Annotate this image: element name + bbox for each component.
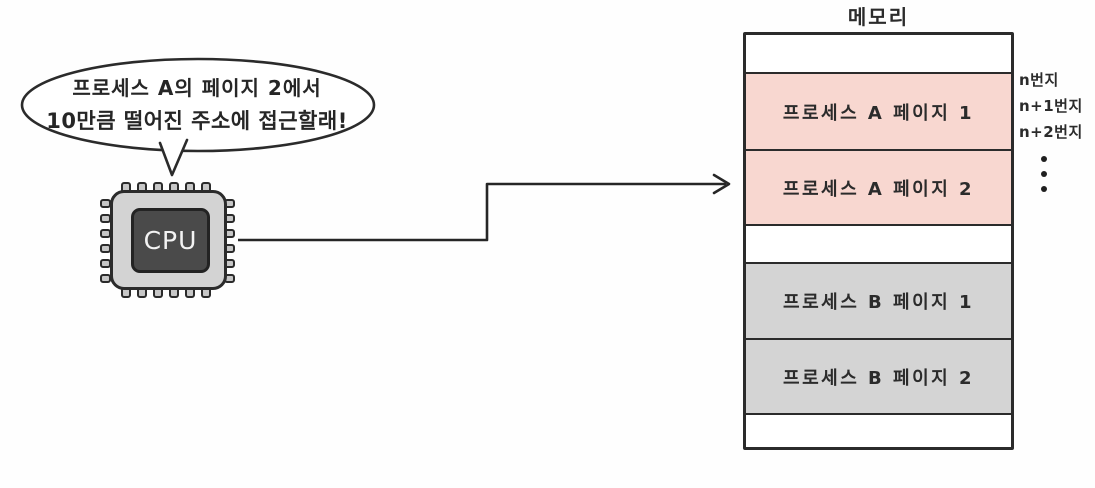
- speech-bubble-line-1: 프로세스 A의 페이지 2에서: [72, 76, 322, 100]
- memory-row-free-bottom: [746, 413, 1011, 447]
- speech-bubble: 프로세스 A의 페이지 2에서 10만큼 떨어진 주소에 접근할래!: [22, 72, 372, 139]
- address-label-n: n번지: [1019, 71, 1059, 89]
- address-labels: n번지 n+1번지 n+2번지: [1019, 67, 1083, 145]
- memory-row-process-a-page-2: 프로세스 A 페이지 2: [746, 149, 1011, 224]
- memory-row-free-top: [746, 35, 1011, 72]
- speech-bubble-line-2: 10만큼 떨어진 주소에 접근할래!: [46, 109, 348, 133]
- memory-row-free-middle: [746, 224, 1011, 262]
- speech-bubble-outline: [20, 57, 376, 177]
- cpu-body: CPU: [110, 190, 227, 290]
- memory-row-process-b-page-2: 프로세스 B 페이지 2: [746, 338, 1011, 413]
- cpu-to-memory-arrow: [238, 173, 731, 242]
- address-label-n2: n+2번지: [1019, 123, 1083, 141]
- memory-title: 메모리: [847, 5, 910, 29]
- cpu-pins-bottom: [121, 287, 211, 298]
- cpu-label: CPU: [143, 226, 198, 255]
- vertical-ellipsis-icon: [1041, 156, 1047, 192]
- address-label-n1: n+1번지: [1019, 97, 1083, 115]
- memory-row-process-b-page-1: 프로세스 B 페이지 1: [746, 262, 1011, 338]
- cpu-pins-left: [100, 199, 111, 283]
- memory-row-process-a-page-1: 프로세스 A 페이지 1: [746, 72, 1011, 149]
- cpu-die: CPU: [131, 208, 210, 273]
- memory-box: 프로세스 A 페이지 1 프로세스 A 페이지 2 프로세스 B 페이지 1 프…: [743, 32, 1014, 450]
